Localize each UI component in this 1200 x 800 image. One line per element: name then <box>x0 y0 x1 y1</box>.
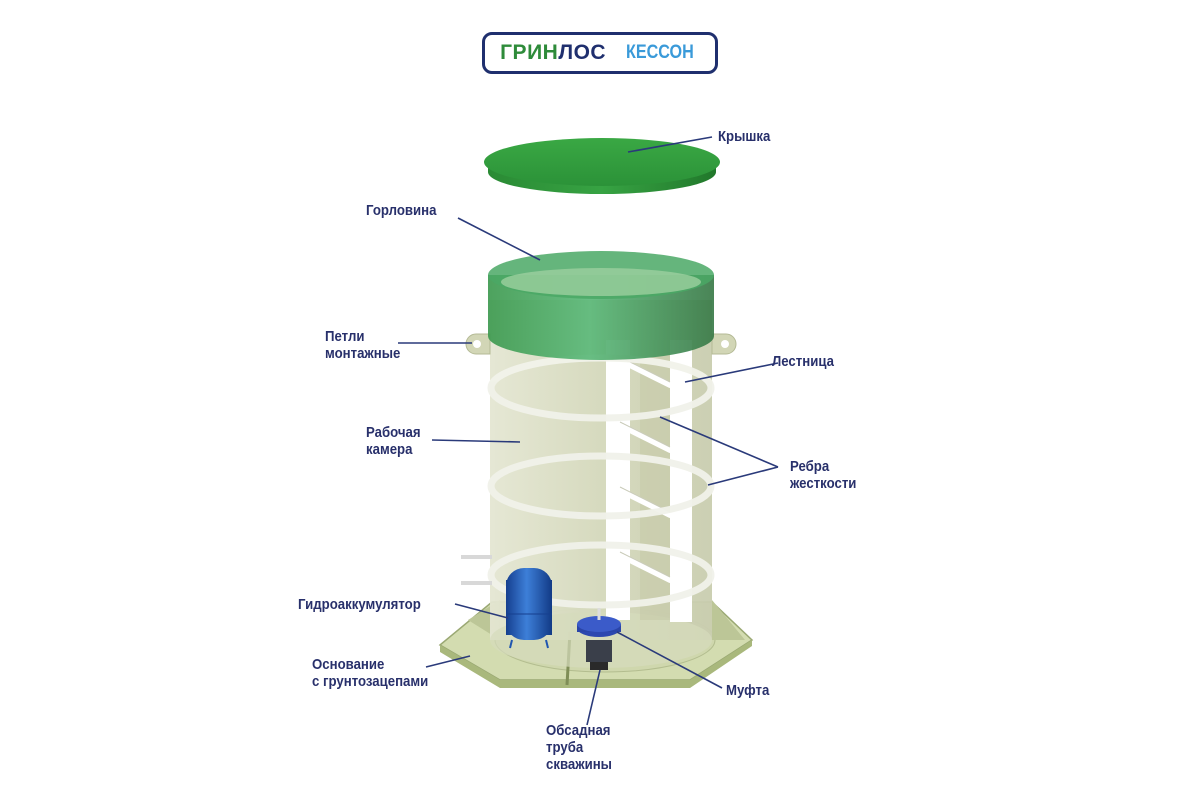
label-ladder: Лестница <box>772 353 834 370</box>
lifting-lug-left <box>465 333 491 355</box>
neck <box>488 251 714 360</box>
label-working-chamber: Рабочая камера <box>366 424 421 458</box>
logo-product: КЕССОН <box>626 42 694 63</box>
label-stiffening-ribs: Ребра жесткости <box>790 458 857 492</box>
label-coupling: Муфта <box>726 682 770 699</box>
brand-logo: ГРИНЛОС КЕССОН <box>482 32 718 74</box>
lid <box>484 138 720 194</box>
label-lifting-lugs: Петли монтажные <box>325 328 401 362</box>
label-neck: Горловина <box>366 202 437 219</box>
leader-lines <box>398 136 779 726</box>
label-hydro-accumulator: Гидроаккумулятор <box>298 596 421 613</box>
outlet-pipes <box>461 555 492 585</box>
coupling <box>577 608 621 670</box>
hydro-accumulator <box>506 568 552 649</box>
label-lid: Крышка <box>718 128 771 145</box>
logo-brand: ГРИНЛОС <box>500 41 607 64</box>
ladder <box>606 340 692 622</box>
lifting-lug-right <box>711 333 737 355</box>
label-casing-pipe: Обсадная труба скважины <box>546 722 612 773</box>
label-base: Основание с грунтозацепами <box>312 656 429 690</box>
